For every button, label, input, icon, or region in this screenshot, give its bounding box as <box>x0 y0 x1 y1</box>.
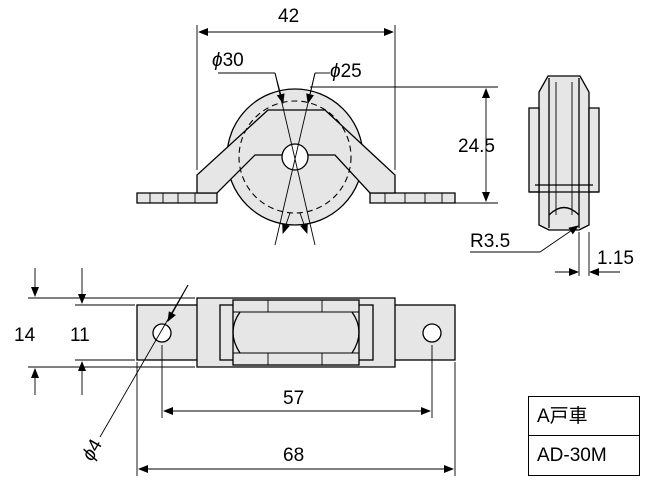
side-bracket-right <box>588 107 600 193</box>
dim-42: 42 <box>278 6 299 27</box>
plan-wheel <box>232 299 360 366</box>
dim-1-15: 1.15 <box>597 248 634 269</box>
dim-57: 57 <box>283 388 304 409</box>
dim-dia-4-label: ϕ4 <box>78 435 107 464</box>
dim-68: 68 <box>283 445 304 466</box>
dim-r3-5: R3.5 <box>470 231 510 252</box>
dim-24-5: 24.5 <box>458 136 495 157</box>
dim-dia-30-label: ϕ30 <box>212 50 244 71</box>
front-view: 42 ϕ30 ϕ25 24.5 <box>136 6 498 246</box>
plan-view: 14 11 57 68 ϕ4 <box>14 268 456 476</box>
dim-dia-25-label: ϕ25 <box>330 61 362 82</box>
wheel-inner-hidden <box>238 100 352 214</box>
screw-hole-right <box>422 323 442 343</box>
axle-hole <box>281 143 309 171</box>
screw-hole-left <box>152 323 172 343</box>
side-bracket-left <box>528 107 540 193</box>
title-block-model: AD-30M <box>537 445 607 466</box>
dim-11: 11 <box>70 325 90 346</box>
title-block: A戸車 AD-30M <box>528 396 640 476</box>
side-view: R3.5 1.15 <box>470 75 634 276</box>
dim-14: 14 <box>14 325 36 346</box>
front-flange-left <box>136 192 218 204</box>
title-block-name: A戸車 <box>529 397 639 436</box>
